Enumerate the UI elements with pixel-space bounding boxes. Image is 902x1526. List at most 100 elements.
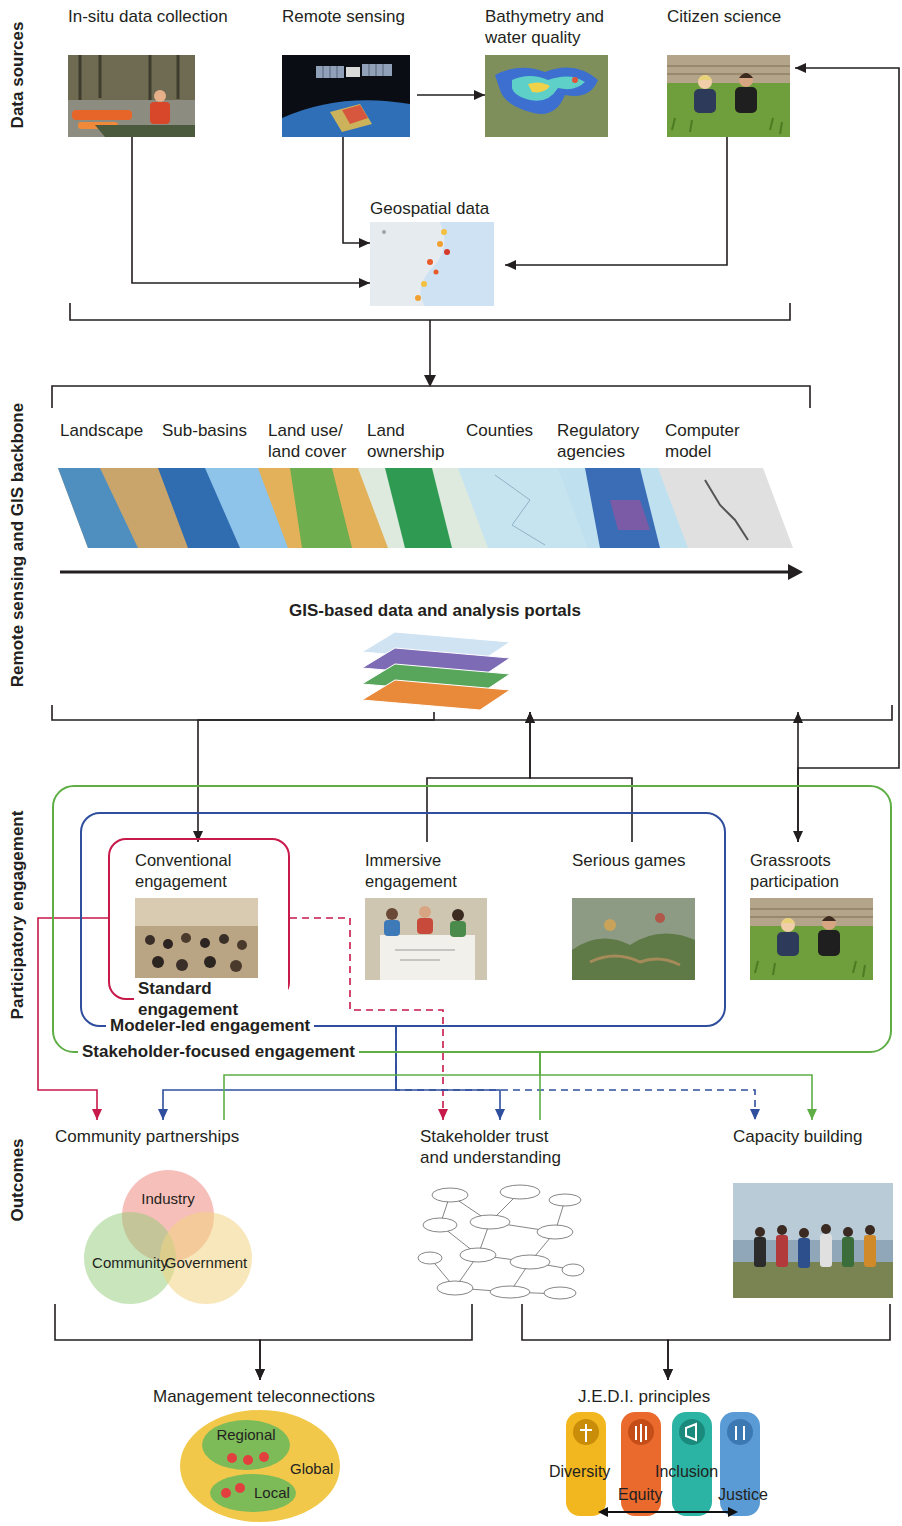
section-label: Outcomes bbox=[7, 1138, 28, 1221]
map-layers bbox=[290, 468, 352, 548]
network-diagram bbox=[418, 1252, 442, 1264]
meeting-photo bbox=[145, 935, 155, 945]
node-text: Management teleconnections bbox=[150, 1380, 400, 1407]
gis-layer-stack bbox=[362, 632, 510, 710]
venn-circle: Community bbox=[84, 1212, 176, 1304]
game-terrain bbox=[572, 898, 695, 980]
meeting-photo bbox=[135, 898, 258, 980]
grassroots-photo bbox=[750, 898, 873, 980]
jedi-bars bbox=[598, 1507, 608, 1517]
arrowhead bbox=[92, 1109, 102, 1120]
arrowhead bbox=[525, 712, 535, 723]
connector-line bbox=[198, 712, 434, 842]
illustration-label: Land use/ land cover bbox=[268, 420, 363, 463]
node-text: Local bbox=[254, 1484, 296, 1503]
citizen-photo bbox=[694, 89, 716, 113]
illustration-label: Counties bbox=[466, 420, 533, 441]
node-text: GIS-based data and analysis portals bbox=[265, 600, 605, 621]
arrowhead bbox=[255, 1369, 265, 1380]
network-diagram bbox=[430, 1192, 575, 1294]
field-photo bbox=[68, 100, 195, 137]
arrowhead bbox=[193, 831, 203, 842]
capacity-photo bbox=[776, 1235, 788, 1267]
illustration-label: Landscape bbox=[60, 420, 143, 441]
game-terrain bbox=[590, 956, 680, 965]
map-layers bbox=[705, 480, 748, 540]
game-terrain bbox=[572, 934, 695, 980]
source-panel: Geospatial data bbox=[370, 198, 505, 306]
location-dot bbox=[221, 1488, 231, 1498]
illustration-label: Land ownership bbox=[367, 420, 462, 463]
arrowhead bbox=[795, 63, 806, 73]
meeting-photo bbox=[237, 940, 247, 950]
map-layers bbox=[58, 468, 138, 548]
illustration-label: Land ownership bbox=[367, 420, 462, 463]
citizen-photo bbox=[698, 75, 712, 89]
method-panel: Grassroots participation bbox=[746, 842, 886, 982]
arrowhead bbox=[525, 712, 535, 723]
connector-line bbox=[343, 137, 370, 243]
section-label: Data sources bbox=[7, 22, 28, 129]
connector bbox=[427, 712, 535, 842]
section-label: Participatory engagement bbox=[7, 811, 28, 1020]
field-photo bbox=[154, 90, 166, 102]
geospatial-map bbox=[444, 249, 450, 255]
grassroots-photo bbox=[750, 898, 873, 926]
location-dot bbox=[259, 1452, 269, 1462]
node-text: Conventional engagement bbox=[130, 842, 280, 891]
geospatial-map bbox=[437, 241, 443, 247]
connector-line bbox=[530, 712, 632, 842]
connector-line bbox=[668, 1304, 890, 1380]
network-diagram bbox=[460, 1248, 496, 1262]
satellite-photo bbox=[346, 67, 360, 77]
illustration-label: Diversity bbox=[549, 1462, 610, 1482]
network-diagram bbox=[500, 1185, 540, 1199]
node-outline bbox=[180, 1410, 340, 1522]
capacity-photo bbox=[754, 1237, 766, 1267]
arrowhead bbox=[505, 260, 516, 270]
map-layers bbox=[610, 500, 650, 530]
node-text: Government bbox=[160, 1254, 252, 1273]
arrowhead bbox=[424, 375, 803, 580]
connector-line bbox=[427, 712, 530, 842]
node-outline bbox=[210, 1474, 296, 1512]
network-diagram bbox=[423, 1218, 457, 1232]
jedi-bars bbox=[727, 1419, 753, 1445]
workshop-photo bbox=[386, 908, 398, 920]
network-diagram bbox=[544, 1287, 576, 1299]
geospatial-map bbox=[427, 259, 433, 265]
arrowhead bbox=[807, 1109, 817, 1120]
location-dot bbox=[235, 1483, 245, 1493]
connector-line bbox=[260, 1304, 472, 1380]
capacity-photo bbox=[733, 1183, 893, 1298]
grassroots-photo bbox=[750, 909, 873, 917]
geospatial-map bbox=[382, 230, 386, 234]
connector bbox=[132, 137, 370, 288]
arrowhead bbox=[255, 1369, 265, 1380]
network-diagram bbox=[549, 1194, 581, 1206]
satellite-photo bbox=[342, 105, 368, 124]
meeting-photo bbox=[219, 934, 229, 944]
meeting-photo bbox=[181, 933, 191, 943]
connector bbox=[255, 1304, 472, 1380]
connector bbox=[525, 712, 632, 842]
citizen-photo bbox=[739, 73, 753, 87]
illustration-label: Equity bbox=[618, 1485, 662, 1505]
network-diagram bbox=[432, 1188, 468, 1202]
map-layers bbox=[585, 468, 660, 548]
source-panel: Bathymetry and water quality bbox=[485, 6, 625, 137]
geospatial-map bbox=[415, 295, 421, 301]
bracket bbox=[52, 303, 892, 720]
network-diagram bbox=[537, 1225, 573, 1239]
outcome-panel: Stakeholder trust and understanding bbox=[415, 1120, 585, 1304]
connector bbox=[795, 63, 899, 842]
outcome-panel: Community partnershipsIndustryCommunityG… bbox=[50, 1120, 270, 1304]
grassroots-photo bbox=[777, 932, 799, 956]
venn-circle: Government bbox=[160, 1212, 252, 1304]
field-photo bbox=[68, 55, 195, 137]
node-text: Regional bbox=[202, 1426, 290, 1445]
scale-ellipse: Local bbox=[210, 1474, 296, 1512]
outcome-panel: Capacity building bbox=[730, 1120, 895, 1304]
node-text: Community partnerships bbox=[50, 1120, 270, 1147]
